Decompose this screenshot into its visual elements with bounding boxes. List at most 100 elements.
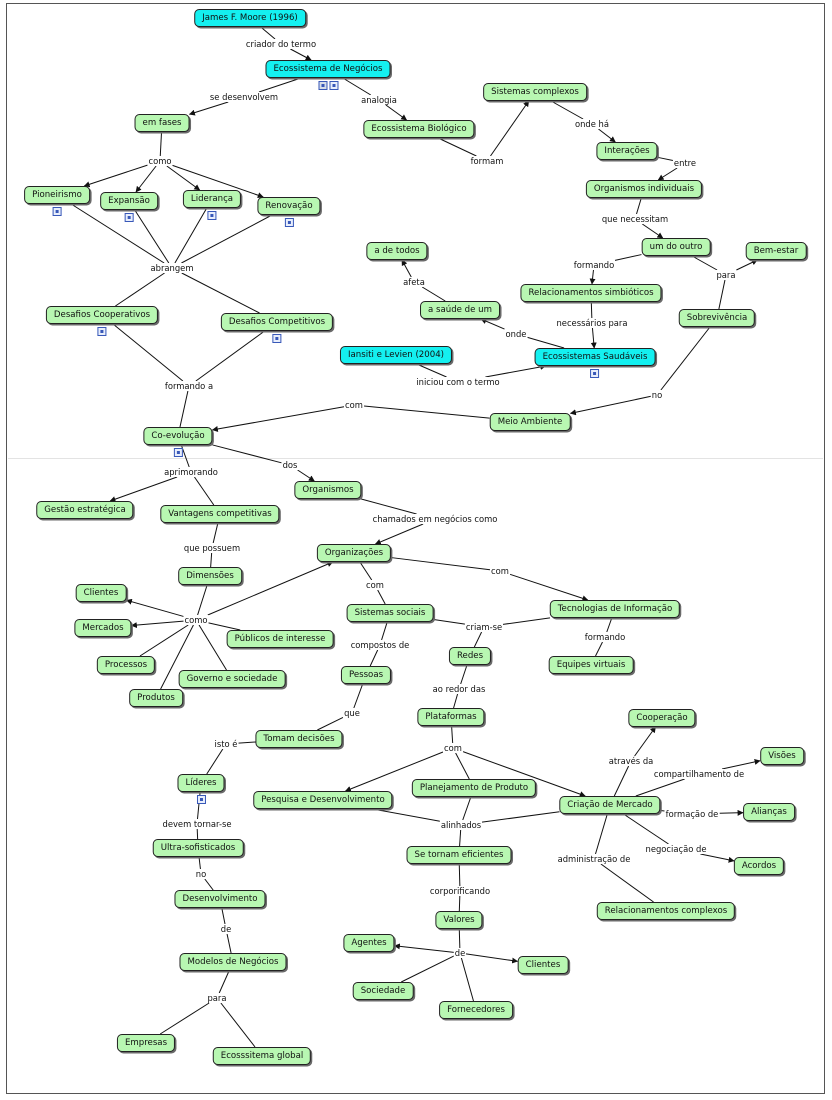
concept-node-relacionamentos-simbioticos[interactable]: Relacionamentos simbióticos (520, 284, 662, 302)
concept-node-ultra-sofisticados[interactable]: Ultra-sofisticados (152, 839, 244, 857)
concept-node-james-f-moore-1996[interactable]: James F. Moore (1996) (194, 9, 306, 27)
concept-node-pesquisa-e-desenvolvimento[interactable]: Pesquisa e Desenvolvimento (253, 791, 393, 809)
link-phrase-para: para (715, 270, 737, 280)
link-icon[interactable] (52, 207, 62, 216)
link-phrase-alinhados: alinhados (439, 820, 483, 830)
concept-label: James F. Moore (1996) (202, 13, 298, 23)
concept-node-vantagens-competitivas[interactable]: Vantagens competitivas (160, 505, 280, 523)
concept-node-publicos-de-interesse[interactable]: Públicos de interesse (226, 630, 334, 648)
concept-node-co-evolucao[interactable]: Co-evolução (143, 427, 213, 457)
connection-line (721, 758, 761, 770)
concept-node-processos[interactable]: Processos (96, 656, 156, 674)
link-icon[interactable] (284, 218, 294, 227)
connection-line (657, 156, 674, 162)
concept-node-equipes-virtuais[interactable]: Equipes virtuais (548, 656, 634, 674)
link-icon[interactable] (173, 448, 183, 457)
concept-node-renovacao[interactable]: Renovação (257, 197, 321, 227)
concept-node-agentes[interactable]: Agentes (343, 934, 395, 952)
concept-node-acordos[interactable]: Acordos (733, 857, 785, 875)
link-icon[interactable] (590, 369, 600, 378)
connection-line (719, 809, 744, 816)
concept-node-a-de-todos[interactable]: a de todos (366, 242, 428, 260)
connection-line (453, 693, 459, 709)
concept-label: Iansiti e Levien (2004) (347, 350, 445, 360)
concept-label: Se tornam eficientes (414, 850, 504, 860)
link-phrase-formando: formando (583, 632, 627, 642)
concept-node-ecossistemas-saudaveis[interactable]: Ecossistemas Saudáveis (534, 348, 656, 378)
concept-node-se-tornam-eficientes[interactable]: Se tornam eficientes (406, 846, 512, 864)
concept-node-sociedade[interactable]: Sociedade (352, 982, 414, 1000)
concept-node-desenvolvimento[interactable]: Desenvolvimento (174, 890, 266, 908)
concept-node-ecosssitema-global[interactable]: Ecosssitema global (212, 1047, 312, 1065)
concept-node-tecnologias-de-informacao[interactable]: Tecnologias de Informação (549, 600, 681, 618)
concept-node-tomam-decisoes[interactable]: Tomam decisões (255, 730, 343, 748)
concept-node-expansao[interactable]: Expansão (100, 192, 158, 222)
concept-node-cooperacao[interactable]: Cooperação (628, 709, 696, 727)
concept-node-criacao-de-mercado[interactable]: Criação de Mercado (559, 796, 661, 814)
concept-node-governo-e-sociedade[interactable]: Governo e sociedade (178, 670, 286, 688)
concept-node-lideres[interactable]: Líderes (177, 774, 225, 804)
concept-node-aliancas[interactable]: Alianças (743, 803, 795, 821)
connection-line (589, 269, 596, 285)
concept-node-em-fases[interactable]: em fases (134, 114, 190, 132)
connection-line (393, 943, 455, 953)
connection-line (198, 856, 201, 870)
concept-node-bem-estar[interactable]: Bem-estar (745, 242, 807, 260)
connection-line (160, 624, 194, 690)
concept-node-relacionamentos-complexos[interactable]: Relacionamentos complexos (596, 902, 736, 920)
concept-node-valores[interactable]: Valores (435, 911, 483, 929)
concept-node-a-saude-de-um[interactable]: a saúde de um (420, 301, 500, 319)
link-phrase-aprimorando: aprimorando (163, 467, 219, 477)
concept-node-um-do-outro[interactable]: um do outro (641, 238, 711, 256)
concept-node-clientes[interactable]: Clientes (75, 584, 127, 602)
concept-node-sistemas-complexos[interactable]: Sistemas complexos (483, 83, 587, 101)
connection-line (481, 811, 560, 823)
concept-node-organizacoes[interactable]: Organizações (316, 544, 392, 562)
concept-node-modelos-de-negocios[interactable]: Modelos de Negócios (179, 953, 287, 971)
concept-node-empresas[interactable]: Empresas (116, 1034, 176, 1052)
link-phrase-onde-ha: onde há (573, 119, 611, 129)
concept-node-clientes[interactable]: Clientes (517, 956, 569, 974)
connection-line (458, 895, 461, 912)
concept-node-visoes[interactable]: Visões (760, 747, 804, 765)
concept-node-gestao-estrategica[interactable]: Gestão estratégica (36, 501, 134, 519)
concept-node-dimensoes[interactable]: Dimensões (178, 567, 242, 585)
link-icon[interactable] (272, 334, 282, 343)
concept-node-ecossistema-de-negocios[interactable]: Ecossistema de Negócios (265, 60, 391, 90)
link-phrase-onde: onde (504, 329, 528, 339)
concept-node-redes[interactable]: Redes (448, 647, 492, 665)
concept-node-plataformas[interactable]: Plataformas (417, 708, 485, 726)
concept-label: em fases (142, 118, 182, 128)
concept-node-desafios-cooperativos[interactable]: Desafios Cooperativos (45, 306, 159, 336)
concept-node-desafios-competitivos[interactable]: Desafios Competitivos (220, 313, 334, 343)
concept-node-meio-ambiente[interactable]: Meio Ambiente (489, 413, 571, 431)
concept-node-organismos-individuais[interactable]: Organismos individuais (585, 180, 703, 198)
concept-label: Liderança (190, 194, 234, 204)
concept-node-iansiti-e-levien-2004[interactable]: Iansiti e Levien (2004) (339, 346, 453, 364)
concept-node-mercados[interactable]: Mercados (74, 619, 132, 637)
concept-label: Meio Ambiente (497, 417, 563, 427)
concept-node-produtos[interactable]: Produtos (129, 689, 183, 707)
link-icon[interactable] (207, 211, 217, 220)
concept-node-organismos[interactable]: Organismos (294, 481, 362, 499)
link-phrase-compartilhamento-de: compartilhamento de (652, 769, 746, 779)
link-icon[interactable] (124, 213, 134, 222)
image-icon[interactable] (317, 81, 327, 90)
concept-node-planejamento-de-produto[interactable]: Planejamento de Produto (411, 779, 537, 797)
concept-node-fornecedores[interactable]: Fornecedores (439, 1001, 513, 1019)
concept-node-sistemas-sociais[interactable]: Sistemas sociais (346, 604, 434, 622)
link-icon[interactable] (97, 327, 107, 336)
link-icon[interactable] (196, 795, 206, 804)
link-phrase-chamados-em-negocios-como: chamados em negócios como (371, 514, 499, 524)
connection-line (437, 137, 477, 157)
link-icon[interactable] (328, 81, 338, 90)
concept-node-pessoas[interactable]: Pessoas (340, 666, 392, 684)
concept-node-lideranca[interactable]: Liderança (182, 190, 242, 220)
concept-node-pioneirismo[interactable]: Pioneirismo (24, 186, 90, 216)
concept-node-interacoes[interactable]: Interações (596, 142, 658, 160)
connection-line (473, 631, 483, 648)
connection-line (613, 765, 630, 797)
concept-node-ecossistema-biologico[interactable]: Ecossistema Biológico (363, 120, 475, 138)
concept-node-sobrevivencia[interactable]: Sobrevivência (678, 309, 756, 327)
connection-line (460, 664, 468, 685)
